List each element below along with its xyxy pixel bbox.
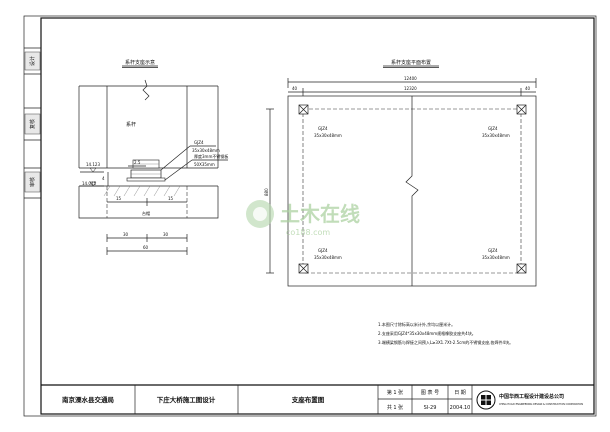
dim-total-60: 60 <box>143 245 149 250</box>
plan-break-line <box>405 96 419 286</box>
company-name-en: CHINA HUAXI ENGINEERING DESIGN & CONSTRU… <box>499 403 583 406</box>
title-drawing: 支座布置图 <box>291 395 325 404</box>
side-label-design: 设计 <box>29 56 36 66</box>
plan-dim-right: 40 <box>525 86 531 91</box>
left-detail-view: 系杆支座示意 系杆 GJZ4 35x30x48mm 厚度3mm不锈钢板 50X3… <box>78 59 228 255</box>
pad-size: 50X35mm <box>194 162 215 167</box>
bearing-bottom-left: GJZ4 35x30x48mm <box>298 248 342 274</box>
company-logo-icon <box>476 390 496 410</box>
pier-cap-outline <box>78 186 219 219</box>
watermark-sub: co188.com <box>286 228 330 237</box>
svg-text:4: 4 <box>102 176 105 181</box>
sheet-number: 第 1 张 <box>387 389 403 396</box>
plan-dim-mid: 12320 <box>404 86 417 91</box>
bearing-bottom-right: GJZ4 35x30x48mm <box>482 248 527 274</box>
dim-small: 2.5 <box>134 160 141 165</box>
side-label-check: 复核 <box>29 119 36 129</box>
tie-beam-label: 系杆 <box>126 121 136 128</box>
date-label: 日 期 <box>454 390 466 396</box>
pier-hatch <box>103 185 181 197</box>
elevation-top: 14.123 <box>86 162 100 167</box>
signature-strip: 设计 复核 审核 <box>24 47 41 199</box>
dim-half-right: 30 <box>163 232 169 237</box>
dim-left-15: 15 <box>116 196 122 201</box>
plan-dim-total: 12400 <box>404 76 417 81</box>
dim-right-15: 15 <box>168 196 174 201</box>
title-org: 南京溧水县交通局 <box>62 395 115 404</box>
note-1: 1.本图尺寸除标高以米计外,余均以厘米计。 <box>378 321 455 327</box>
plan-dim-left: 40 <box>292 86 298 91</box>
left-view-title: 系杆支座示意 <box>125 59 155 66</box>
bearing-3-label: GJZ4 <box>318 248 328 253</box>
side-label-review: 审核 <box>29 177 36 187</box>
bearing-top-left: GJZ4 35x30x48mm <box>298 104 342 138</box>
bearing-top-right: GJZ4 35x30x48mm <box>482 104 527 138</box>
left-bearing-label: GJZ4 <box>194 140 204 145</box>
bearing-2-size: 35x30x48mm <box>482 133 510 138</box>
bearing-1-label: GJZ4 <box>318 126 328 131</box>
pier-cap-label: 台帽 <box>142 210 150 216</box>
left-bearing-size: 35x30x48mm <box>192 148 220 153</box>
right-plan-view: 系杆支座平面布置 12400 40 12320 40 880 GJZ4 35x3… <box>264 59 537 287</box>
sheet-inner-border <box>40 17 595 415</box>
right-view-title: 系杆支座平面布置 <box>391 59 431 66</box>
steel-plate <box>126 177 166 182</box>
bearing-3-size: 35x30x48mm <box>314 255 342 260</box>
title-block: 南京溧水县交通局 下庄大桥施工图设计 支座布置图 第 1 张 共 1 张 图 表… <box>41 384 594 414</box>
drawing-no: SI-29 <box>424 405 437 411</box>
watermark: 土木在线 co188.com <box>246 200 360 237</box>
title-project: 下庄大桥施工图设计 <box>157 395 216 404</box>
sheet-outer-border <box>23 15 597 417</box>
date-value: 2004.10 <box>450 405 471 411</box>
dim-half-left: 30 <box>123 232 129 237</box>
total-sheets: 共 1 张 <box>387 404 403 411</box>
bearing-4-size: 35x30x48mm <box>482 255 510 260</box>
elevation-bottom: 14.045 <box>82 181 96 186</box>
company-name: 中国华西工程设计建设总公司 <box>499 393 564 400</box>
bearing-1-size: 35x30x48mm <box>314 133 342 138</box>
bearing-4-label: GJZ4 <box>488 248 498 253</box>
notes: 1.本图尺寸除标高以米计外,余均以厘米计。 2.支座采用GJZ4*35x30x4… <box>378 321 513 345</box>
note-2: 2.支座采用GJZ4*35x30x48mm规格橡胶支座共4块。 <box>378 330 476 336</box>
watermark-main: 土木在线 <box>280 202 360 226</box>
plan-dim-height: 880 <box>264 188 269 196</box>
bearing-2-label: GJZ4 <box>488 126 498 131</box>
pad-label: 厚度3mm不锈钢板 <box>194 153 228 159</box>
elevation-marks: 14.123 14.045 4 <box>80 162 109 187</box>
drawing-no-label: 图 表 号 <box>421 389 439 396</box>
note-3: 3.端横梁钢筋与焊接之间预入L≥3X1.7Xt-2.5cm的不锈钢支座,各焊件4… <box>378 339 513 345</box>
